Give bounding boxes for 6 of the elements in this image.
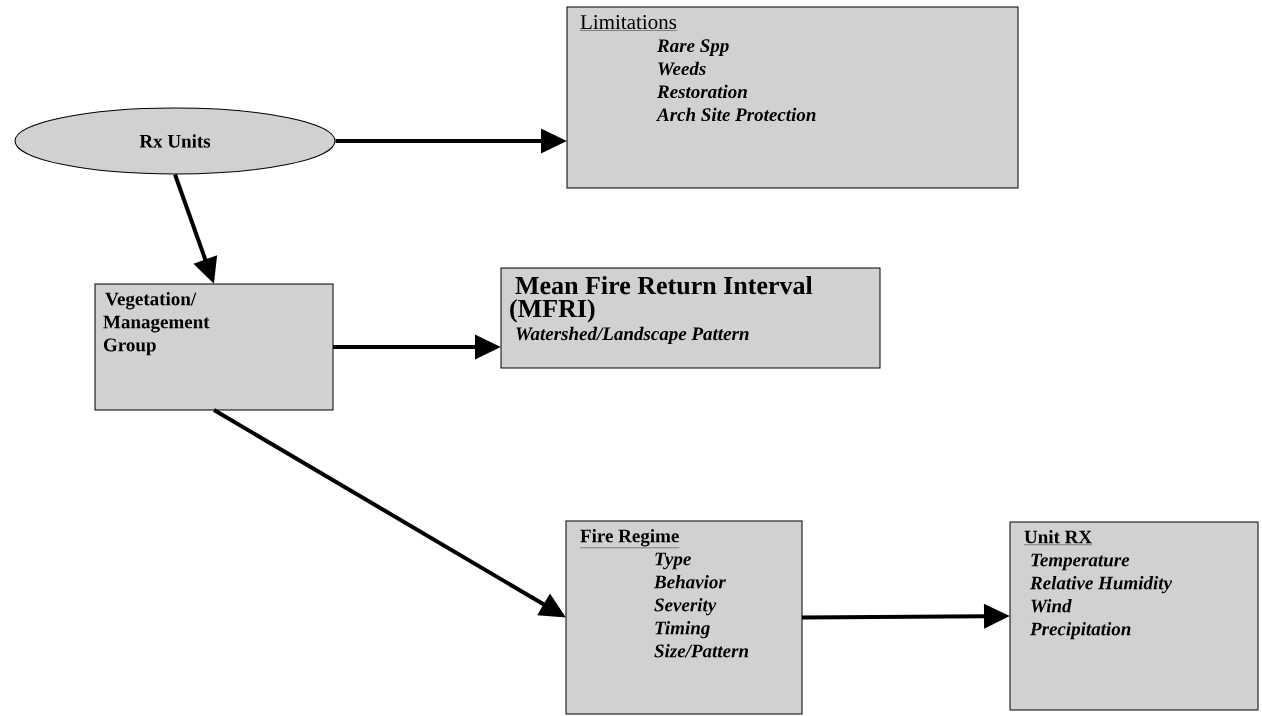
process-box: Unit RX Temperature Relative Humidity Wind Precipitation [1009, 521, 1259, 711]
process-box: Vegetation/ Management Group [94, 283, 334, 411]
ellipse-node: Rx Units [14, 107, 336, 175]
process-box: Fire Regime Type Behavior Severity Timing Size/Pattern [565, 520, 803, 715]
process-box: Limitations Rare Spp Weeds Restoration Arch Site Protection [566, 6, 1019, 189]
process-box: Mean Fire Return Interval (MFRI) Watershed/Landscape Pattern [500, 267, 881, 369]
